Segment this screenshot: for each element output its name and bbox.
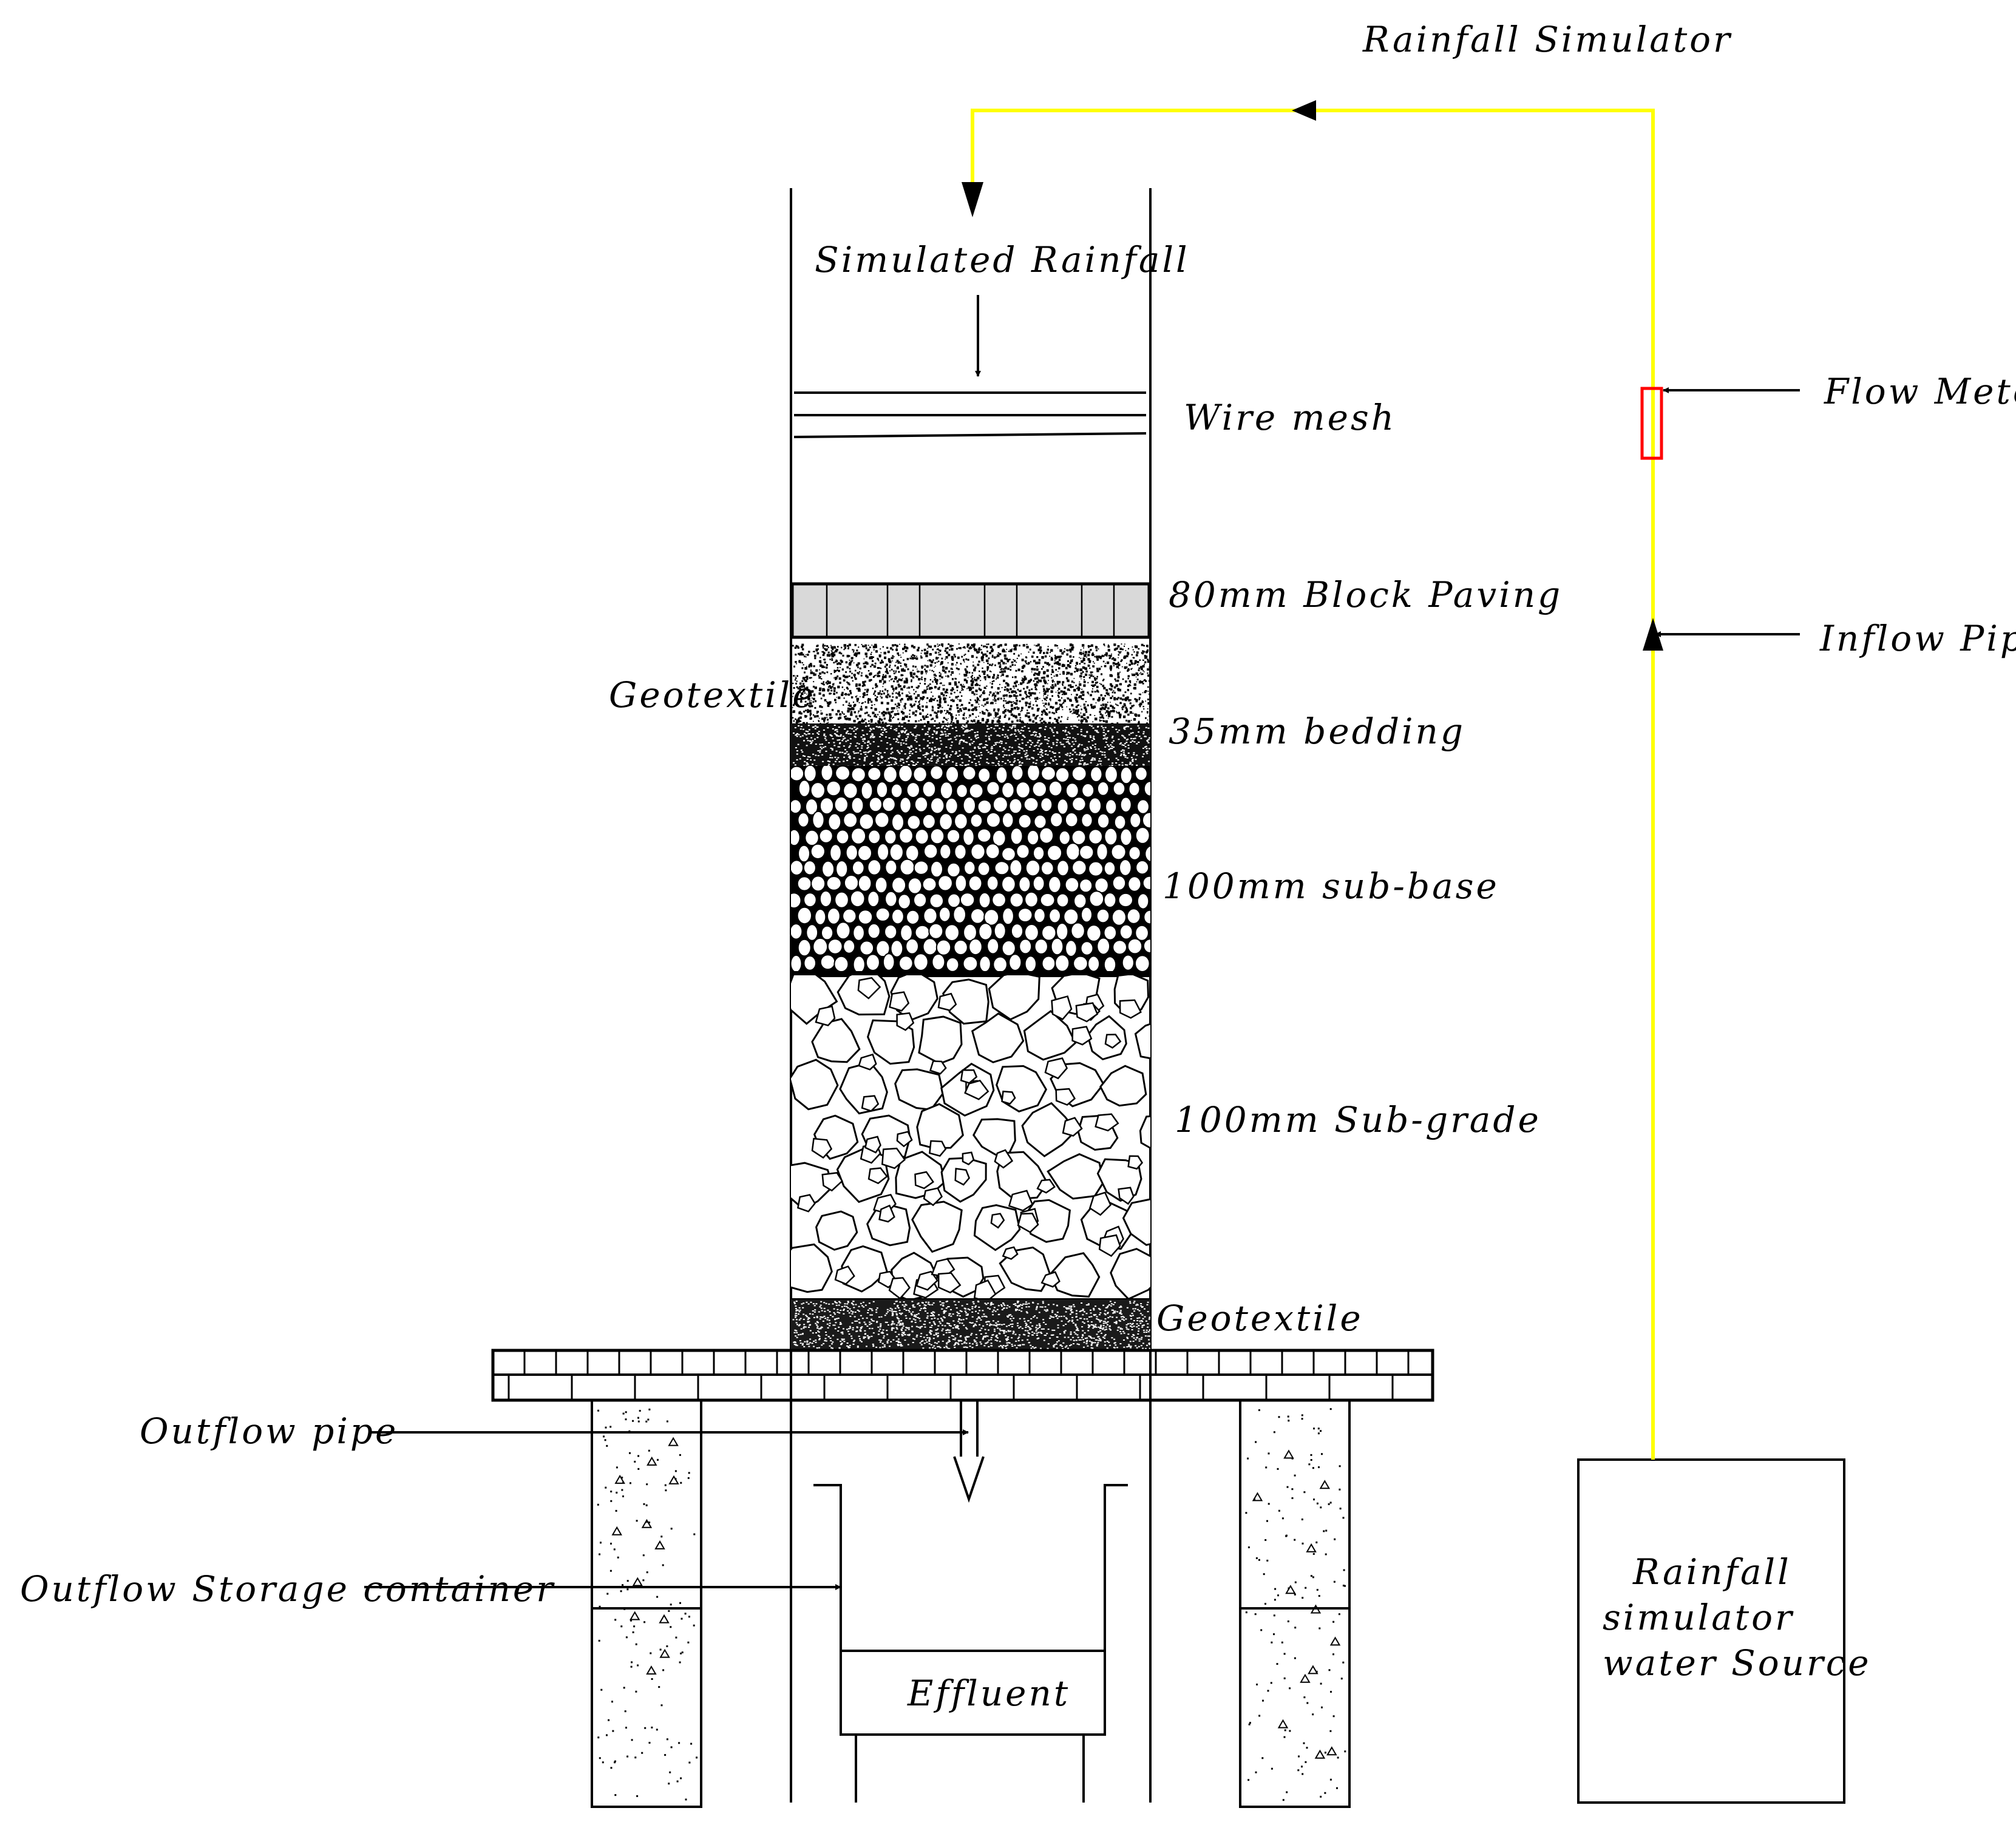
support-pillar-left [591, 1399, 702, 1808]
wire-mesh [793, 391, 1147, 438]
pipe-arrow-left-icon [1292, 100, 1316, 121]
geotextile-top-label: Geotextile [609, 674, 816, 716]
support-pillar-right [1239, 1399, 1351, 1808]
flow-meter [1640, 387, 1663, 460]
brick-base-slab [491, 1349, 1434, 1402]
effluent-label: Effluent [907, 1673, 1070, 1714]
simulated-rainfall-label: Simulated Rainfall [815, 239, 1190, 280]
outflow-pipe [953, 1400, 985, 1503]
geotextile-top-layer [792, 643, 1150, 724]
wire-mesh-label: Wire mesh [1184, 397, 1396, 438]
rainfall-simulator-label: Rainfall Simulator [1362, 19, 1733, 60]
geotextile-bottom-layer [791, 1298, 1150, 1349]
outflow-pipe-label: Outflow pipe [140, 1410, 398, 1452]
flow-meter-label: Flow Meter [1824, 371, 2016, 412]
water-source-tank [1577, 1458, 1845, 1804]
pipe-arrow-up-icon [1643, 618, 1663, 651]
sub-grade-layer [791, 975, 1150, 1299]
inflow-pipe-label: Inflow Pipe [1819, 618, 2016, 659]
bedding-label: 35mm bedding [1169, 711, 1465, 752]
sub-base-layer [791, 766, 1150, 977]
water-source-label-line-2: simulator [1603, 1597, 1794, 1638]
outflow-storage-label: Outflow Storage container [20, 1568, 555, 1610]
sub-grade-label: 100mm Sub-grade [1175, 1099, 1541, 1140]
water-source-label-line-3: water Source [1603, 1642, 1872, 1684]
outflow-storage-container [813, 1484, 1128, 1803]
geotextile-bottom-label: Geotextile [1156, 1298, 1363, 1339]
water-source-label-line-1: Rainfall [1632, 1551, 1791, 1593]
block-paving-layer [790, 582, 1151, 639]
pipe-arrow-down-icon [962, 182, 983, 217]
block-paving-label: 80mm Block Paving [1169, 574, 1563, 615]
sub-base-label: 100mm sub-base [1162, 865, 1499, 907]
